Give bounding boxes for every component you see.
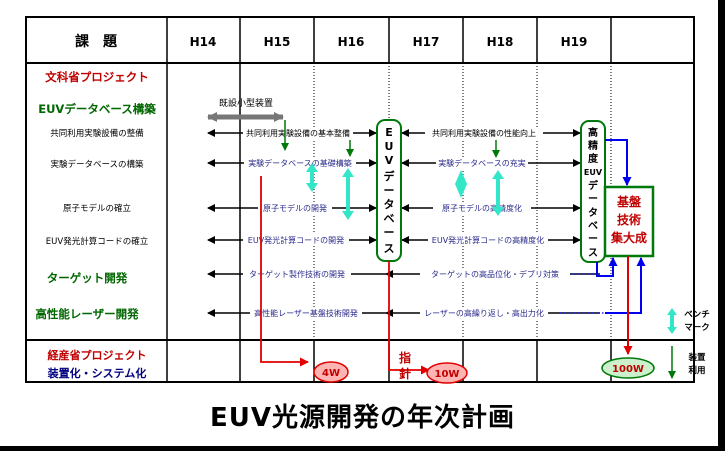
row-mext-project: 文科省プロジェクト [45, 70, 149, 84]
dotted-continuations [560, 273, 605, 314]
svg-text:ー: ー [588, 194, 598, 205]
euv-database-text: E U V デ ー タ ベ ー ス [384, 126, 396, 255]
legend-device-label-2: 利用 [687, 365, 705, 376]
row-laser-dev: 高性能レーザー開発 [35, 307, 139, 321]
row-shared-facility: 共同利用実験設備の整備 [50, 128, 144, 139]
label-model-dev: 原子モデルの開発 [263, 203, 327, 213]
integration-text: 基盤 技術 集大成 [610, 194, 647, 245]
svg-text:集大成: 集大成 [610, 230, 647, 245]
label-existing-device: 既設小型装置 [219, 97, 273, 109]
legend-device-label-1: 装置 [687, 352, 706, 363]
header-year-h17: H17 [413, 35, 440, 49]
svg-text:ベ: ベ [384, 212, 395, 225]
svg-text:高: 高 [588, 126, 598, 139]
row-target-dev: ターゲット開発 [47, 271, 128, 285]
pointer-char-2: 針 [399, 366, 411, 381]
legend-benchmark-label-2: マーク [684, 322, 710, 333]
svg-text:ベ: ベ [588, 220, 598, 232]
svg-text:V: V [385, 154, 394, 167]
label-facility-perf: 共同利用実験設備の性能向上 [432, 128, 536, 138]
row-experiment-db: 実験データベースの構築 [50, 159, 144, 170]
label-laser-basic: 高性能レーザー基盤技術開発 [254, 308, 358, 318]
milestone-10w-label: 10W [435, 369, 460, 380]
label-code-precision: EUV発光計算コードの高精度化 [432, 235, 544, 245]
row-euv-code: EUV発光計算コードの確立 [46, 236, 149, 247]
legend-benchmark-arrow [667, 308, 677, 334]
hp-euv-database-text: 高 精 度 EUV デ ー タ ベ ー ス [584, 126, 603, 259]
milestone-100w [601, 357, 655, 379]
milestone-connectors [260, 176, 430, 375]
svg-text:基盤: 基盤 [616, 194, 642, 209]
header-year-h16: H16 [338, 35, 365, 49]
svg-text:技術: 技術 [617, 212, 641, 227]
label-db-enhance: 実験データベースの充実 [438, 158, 526, 168]
svg-text:E: E [385, 126, 393, 139]
page-title: EUV光源開発の年次計画 [210, 403, 515, 433]
svg-text:タ: タ [588, 207, 598, 219]
header-year-h18: H18 [487, 35, 514, 49]
arrow-labels: 共同利用実験設備の基本整備 共同利用実験設備の性能向上 実験データベースの基礎構… [243, 127, 570, 319]
schedule-table [25, 16, 695, 383]
header-year-h19: H19 [561, 35, 588, 49]
pointer-char-1: 指 [399, 350, 411, 365]
svg-text:デ: デ [588, 179, 599, 192]
milestone-100w-label: 100W [612, 364, 644, 375]
label-db-basic: 実験データベースの基礎構築 [248, 158, 352, 168]
label-facility-basic: 共同利用実験設備の基本整備 [246, 128, 350, 138]
svg-text:U: U [385, 140, 394, 153]
svg-text:ー: ー [384, 226, 395, 239]
milestone-4w [313, 361, 349, 383]
header-year-h15: H15 [264, 35, 291, 49]
label-code-dev: EUV発光計算コードの開発 [248, 235, 344, 245]
header-year-h14: H14 [190, 35, 217, 49]
year-header-lines [313, 17, 612, 63]
svg-text:ー: ー [588, 234, 598, 245]
row-device-system: 装置化・システム化 [47, 366, 147, 380]
svg-text:EUV: EUV [584, 168, 603, 177]
row-meti-project: 経産省プロジェクト [48, 348, 147, 362]
svg-text:ス: ス [384, 242, 395, 255]
label-laser-rep: レーザーの高繰り返し・高出力化 [424, 308, 544, 318]
row-euv-database: EUVデータベース構築 [38, 102, 156, 116]
legend-benchmark-label-1: ベンチ [684, 310, 710, 320]
svg-text:ス: ス [588, 247, 598, 259]
svg-text:精: 精 [588, 139, 598, 152]
header-topic: 課 題 [75, 33, 118, 50]
row-atomic-model: 原子モデルの確立 [63, 203, 132, 214]
svg-text:タ: タ [384, 198, 395, 211]
label-target-tech: ターゲット製作技術の開発 [249, 269, 345, 279]
svg-text:度: 度 [588, 152, 599, 165]
integration-connectors [596, 139, 646, 314]
label-target-quality: ターゲットの高品位化・デブリ対策 [431, 269, 559, 279]
benchmark-arrows [306, 163, 504, 220]
milestone-4w-label: 4W [322, 368, 340, 379]
label-model-precision: 原子モデルの高精度化 [442, 203, 522, 213]
svg-text:デ: デ [384, 169, 396, 183]
svg-text:ー: ー [384, 184, 395, 197]
milestone-10w [426, 362, 468, 384]
